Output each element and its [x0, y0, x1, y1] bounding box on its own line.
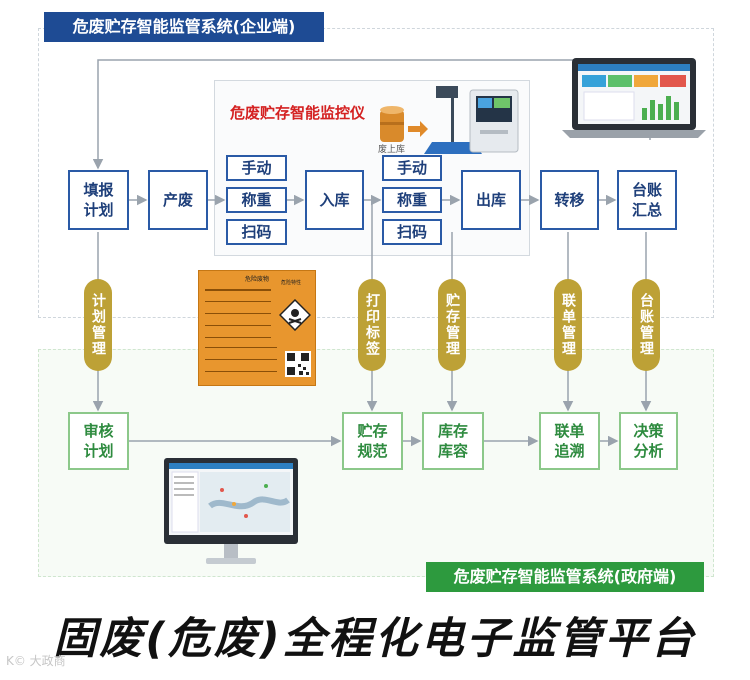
hazard-label-title: 危险废物	[244, 276, 269, 283]
plan-node[interactable]: 填报 计划	[68, 170, 129, 230]
transfer-node[interactable]: 转移	[540, 170, 599, 230]
trace-node[interactable]: 联单 追溯	[539, 412, 600, 470]
out-option-manual[interactable]: 手动	[382, 155, 442, 181]
watermark: K© 大政商	[6, 654, 66, 668]
government-region	[38, 349, 714, 577]
pill-manifest-management: 联单管理	[554, 279, 582, 371]
drum-label: 废上库	[378, 145, 406, 155]
out-option-weigh[interactable]: 称重	[382, 187, 442, 213]
toxic-diamond-icon	[279, 299, 311, 331]
in-option-scan[interactable]: 扫码	[226, 219, 287, 245]
inventory-node[interactable]: 库存 库容	[422, 412, 484, 470]
platform-title: 固废(危废)全程化电子监管平台	[53, 614, 697, 664]
monitor-title: 危废贮存智能监控仪	[230, 104, 366, 122]
weighing-device-illustration	[380, 86, 519, 154]
hazard-label-sheet: 危险废物 危险特性	[198, 270, 316, 386]
warehouse-out-node[interactable]: 出库	[461, 170, 521, 230]
hazard-property-label: 危险特性	[281, 280, 302, 286]
pill-plan-management: 计划管理	[84, 279, 112, 371]
qr-code-icon	[285, 351, 311, 377]
government-banner: 危废贮存智能监管系统(政府端)	[426, 562, 704, 592]
warehouse-in-node[interactable]: 入库	[305, 170, 364, 230]
out-option-scan[interactable]: 扫码	[382, 219, 442, 245]
review-plan-node[interactable]: 审核 计划	[68, 412, 129, 470]
pill-storage-management: 贮存管理	[438, 279, 466, 371]
in-option-weigh[interactable]: 称重	[226, 187, 287, 213]
laptop-illustration	[562, 58, 706, 138]
ledger-node[interactable]: 台账 汇总	[617, 170, 677, 230]
enterprise-banner: 危废贮存智能监管系统(企业端)	[44, 12, 324, 42]
produce-node[interactable]: 产废	[148, 170, 208, 230]
decision-node[interactable]: 决策 分析	[619, 412, 678, 470]
storage-norm-node[interactable]: 贮存 规范	[342, 412, 403, 470]
desktop-monitor-illustration	[164, 458, 298, 564]
in-option-manual[interactable]: 手动	[226, 155, 287, 181]
pill-ledger-management: 台账管理	[632, 279, 660, 371]
pill-print-label: 打印标签	[358, 279, 386, 371]
